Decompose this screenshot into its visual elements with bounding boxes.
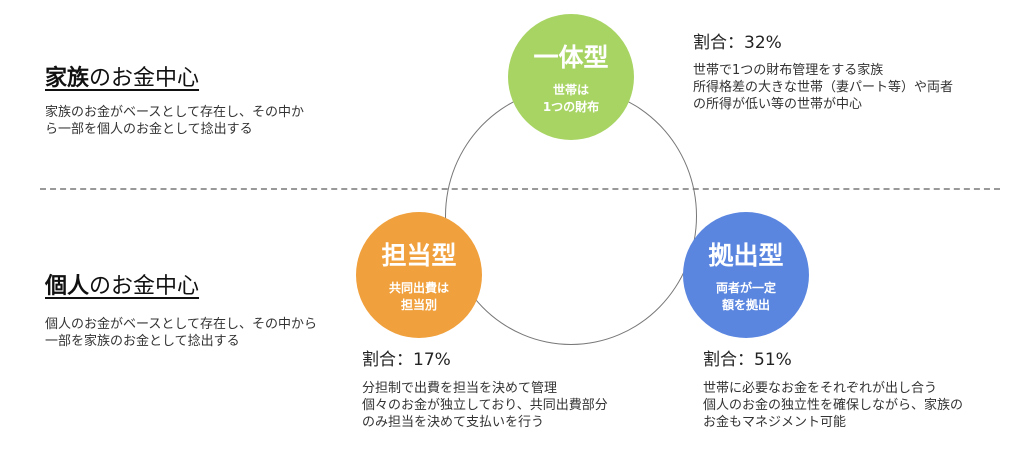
sub-line: 共同出費は — [388, 281, 449, 295]
info-line: 世帯に必要なお金をそれぞれが出し合う — [703, 381, 938, 396]
info-line: お金もマネジメント可能 — [703, 415, 847, 430]
individual-description: 個人のお金がベースとして存在し、その中から一部を家族のお金として捻出する — [45, 317, 317, 349]
type-subtitle: 両者が一定額を拠出 — [716, 280, 776, 314]
ratio-kyoshutsu: 割合：51% — [703, 350, 792, 370]
info-ittai: 世帯で1つの財布管理をする家族所得格差の大きな世帯（妻パート等）や両者の所得が低… — [693, 62, 953, 113]
individual-heading-bold: 個人 — [45, 274, 90, 299]
info-line: 分担制で出費を担当を決めて管理 — [362, 381, 558, 396]
type-title: 担当型 — [381, 241, 457, 270]
sub-line: 両者が一定 — [715, 281, 776, 295]
info-line: 個々のお金が独立しており、共同出費部分 — [362, 398, 608, 413]
type-circle-ittai: 一体型 世帯は 1つの財布 — [508, 14, 634, 140]
info-line: 所得格差の大きな世帯（妻パート等）や両者 — [693, 80, 954, 95]
family-description: 家族のお金がベースとして存在し、その中から一部を個人のお金として捻出する — [45, 105, 304, 137]
sub-line: 額を拠出 — [721, 298, 770, 312]
type-subtitle: 世帯は 1つの財布 — [543, 82, 599, 116]
individual-heading: 個人のお金中心 — [45, 268, 199, 300]
info-line: の所得が低い等の世帯が中心 — [693, 97, 863, 112]
info-line: 世帯で1つの財布管理をする家族 — [693, 63, 884, 78]
info-tanto: 分担制で出費を担当を決めて管理個々のお金が独立しており、共同出費部分のみ担当を決… — [362, 380, 608, 431]
type-circle-tanto: 担当型 共同出費は担当別 — [356, 212, 482, 338]
sub-line: 世帯は — [552, 83, 589, 97]
sub-line: 担当別 — [400, 298, 437, 312]
type-circle-kyoshutsu: 拠出型 両者が一定額を拠出 — [683, 212, 809, 338]
ratio-tanto: 割合：17% — [362, 350, 451, 370]
type-title: 拠出型 — [708, 241, 784, 270]
info-line: 個人のお金の独立性を確保しながら、家族の — [703, 398, 964, 413]
type-subtitle: 共同出費は担当別 — [389, 280, 449, 314]
ratio-ittai: 割合：32% — [693, 33, 782, 53]
info-line: のみ担当を決めて支払いを行う — [362, 415, 545, 430]
individual-heading-rest: のお金中心 — [89, 274, 200, 299]
family-heading-bold: 家族 — [45, 66, 90, 91]
sub-line: 1つの財布 — [542, 100, 600, 114]
type-title: 一体型 — [533, 43, 609, 72]
family-heading: 家族のお金中心 — [45, 60, 199, 92]
family-heading-rest: のお金中心 — [89, 66, 200, 91]
info-kyoshutsu: 世帯に必要なお金をそれぞれが出し合う個人のお金の独立性を確保しながら、家族のお金… — [703, 380, 963, 431]
